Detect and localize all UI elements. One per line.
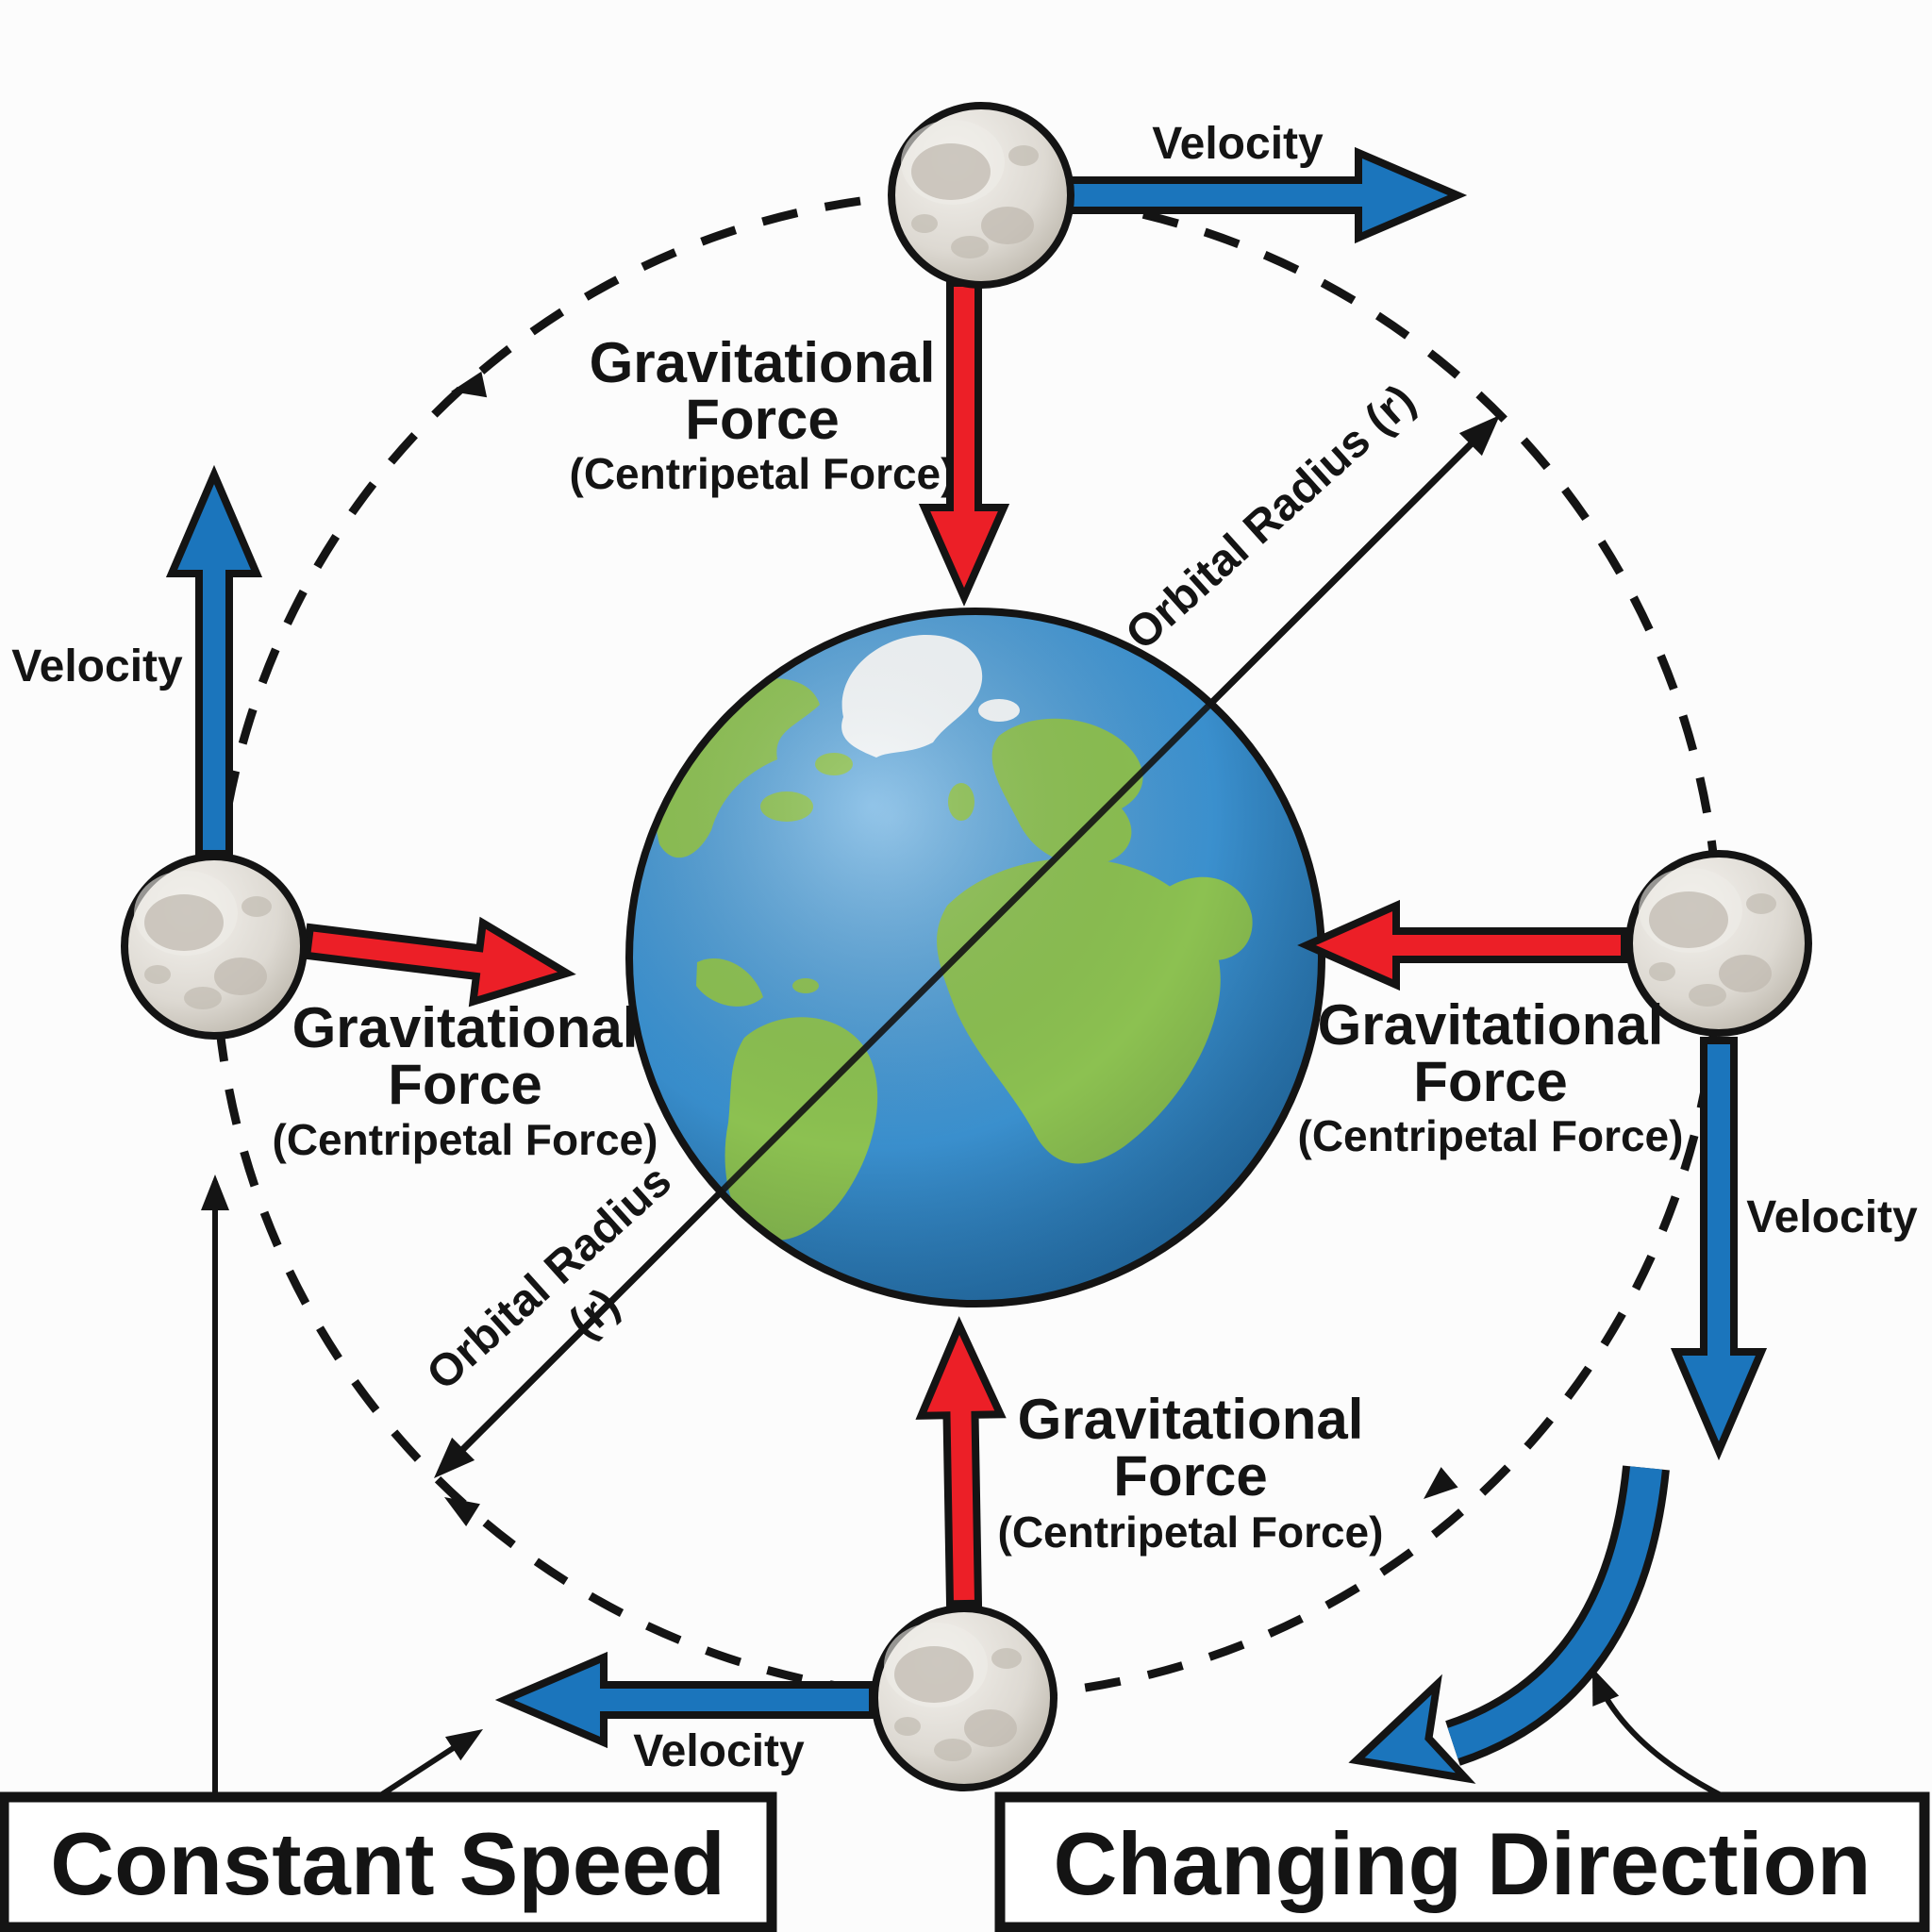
gravity-label-line2: Force <box>685 388 839 451</box>
gravity-arrows <box>302 279 1628 1608</box>
changing-direction-pointer-head-icon <box>1592 1668 1620 1707</box>
moon-bottom <box>874 1608 1054 1788</box>
moon-top <box>891 106 1071 285</box>
gravity-label-line1: Gravitational <box>1318 993 1664 1057</box>
gravity-arrow-right-icon <box>1297 899 1628 991</box>
curved-velocity-arrow <box>1348 1465 1670 1784</box>
gravity-label-line3: (Centripetal Force) <box>273 1115 658 1164</box>
gravity-label-bottom: Gravitational Force (Centripetal Force) <box>998 1388 1384 1557</box>
orbital-radius-arrowhead-upper-icon <box>1458 415 1500 457</box>
gravity-label-line3: (Centripetal Force) <box>1298 1111 1684 1160</box>
earth-outline <box>625 608 1325 1307</box>
constant-speed-label: Constant Speed <box>50 1814 725 1913</box>
moon-left <box>125 857 304 1036</box>
velocity-arrow-bottom-icon <box>494 1651 876 1749</box>
earth-shadow-overlay <box>629 611 1322 1304</box>
earth <box>625 608 1325 1307</box>
gravity-label-line1: Gravitational <box>590 331 936 394</box>
velocity-label-bottom: Velocity <box>633 1726 805 1776</box>
velocity-arrow-top-icon <box>1064 146 1468 244</box>
changing-direction-label: Changing Direction <box>1054 1814 1872 1913</box>
gravity-label-line1: Gravitational <box>292 996 639 1059</box>
annotation-arrows <box>201 1174 1728 1801</box>
velocity-label-top: Velocity <box>1152 119 1324 169</box>
gravity-arrow-left-icon <box>302 916 576 1008</box>
gravity-arrow-top-icon <box>918 279 1010 607</box>
constant-speed-box <box>0 1791 777 1932</box>
orbit-arrowhead-upper-left-icon <box>451 371 488 398</box>
gravity-label-top: Gravitational Force (Centripetal Force) <box>570 331 956 498</box>
changing-direction-box <box>994 1791 1930 1932</box>
orbital-radius-arrowhead-lower-icon <box>434 1437 475 1478</box>
gravity-label-right: Gravitational Force (Centripetal Force) <box>1298 993 1684 1160</box>
gravity-label-line2: Force <box>1413 1050 1567 1113</box>
velocity-arrow-left-icon <box>165 464 263 858</box>
constant-speed-pointer-line-diagonal <box>377 1744 457 1799</box>
velocity-label-right: Velocity <box>1746 1192 1918 1242</box>
velocity-label-left: Velocity <box>11 641 183 691</box>
curved-arrow-head-icon <box>1348 1674 1476 1784</box>
gravity-arrow-bottom-icon <box>915 1316 1007 1608</box>
caption-boxes: Constant Speed Changing Direction <box>0 1791 1930 1932</box>
velocity-arrows <box>165 146 1768 1749</box>
gravity-label-line3: (Centripetal Force) <box>570 449 956 498</box>
constant-speed-pointer-head2-icon <box>444 1729 483 1761</box>
orbital-radius-line-over-earth <box>456 437 1478 1457</box>
curved-arrow-shaft <box>1447 1466 1662 1759</box>
orbit-arrowhead-lower-right-icon <box>1424 1467 1458 1499</box>
velocity-arrow-right-icon <box>1670 1037 1768 1461</box>
orbit-direction-arrowheads <box>444 371 1458 1526</box>
constant-speed-pointer-head-icon <box>201 1174 229 1210</box>
gravity-label-line3: (Centripetal Force) <box>998 1507 1384 1557</box>
gravity-label-line2: Force <box>1113 1444 1267 1507</box>
gravity-label-line1: Gravitational <box>1018 1388 1364 1451</box>
orbit-arrowhead-lower-left-icon <box>444 1497 480 1526</box>
gravity-label-left: Gravitational Force (Centripetal Force) <box>273 996 658 1164</box>
gravity-label-line2: Force <box>388 1053 541 1116</box>
